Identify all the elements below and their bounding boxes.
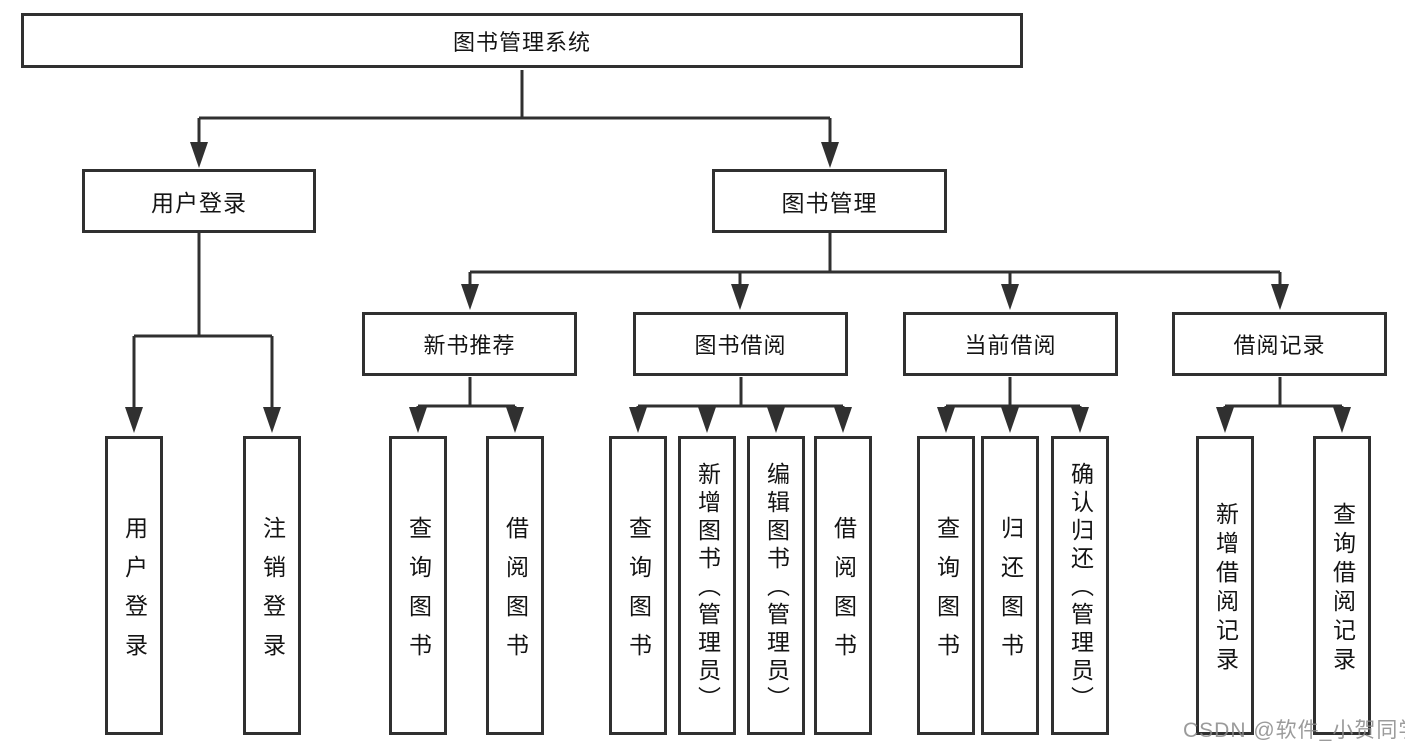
node-borrow-records: 借阅记录 — [1172, 312, 1387, 376]
leaf-borrow-books-borrowing-label: 借阅图书 — [830, 515, 857, 672]
leaf-query-books-borrowing: 查询图书 — [609, 436, 667, 735]
leaf-query-books-recommend-label: 查询图书 — [405, 515, 432, 672]
leaf-add-books-admin-label: 新增图书（管理员） — [694, 462, 721, 714]
node-borrow-records-label: 借阅记录 — [1233, 333, 1326, 358]
node-current-borrowing: 当前借阅 — [903, 312, 1118, 376]
leaf-query-books-borrowing-label: 查询图书 — [625, 515, 652, 672]
leaf-query-books-current: 查询图书 — [917, 436, 975, 735]
leaf-user-login-label: 用户登录 — [121, 515, 148, 672]
node-user-login: 用户登录 — [82, 169, 316, 233]
node-book-borrowing-label: 图书借阅 — [694, 333, 787, 358]
leaf-borrow-books-recommend: 借阅图书 — [486, 436, 544, 735]
connector-shafts — [132, 70, 1344, 414]
node-new-book-recommend-label: 新书推荐 — [423, 333, 516, 358]
leaf-logout: 注销登录 — [243, 436, 301, 735]
leaf-add-borrow-record-label: 新增借阅记录 — [1212, 501, 1239, 676]
leaf-query-books-recommend: 查询图书 — [389, 436, 447, 735]
leaf-edit-books-admin: 编辑图书（管理员） — [747, 436, 805, 735]
leaf-confirm-return-admin-label: 确认归还（管理员） — [1067, 462, 1094, 714]
node-book-management: 图书管理 — [712, 169, 947, 233]
leaf-query-borrow-record: 查询借阅记录 — [1313, 436, 1371, 735]
leaf-return-books-label: 归还图书 — [997, 515, 1024, 672]
leaf-return-books: 归还图书 — [981, 436, 1039, 735]
leaf-add-books-admin: 新增图书（管理员） — [678, 436, 736, 735]
leaf-query-borrow-record-label: 查询借阅记录 — [1329, 501, 1356, 676]
node-current-borrowing-label: 当前借阅 — [964, 333, 1057, 358]
arrowheads — [125, 142, 1351, 433]
csdn-watermark: CSDN @软件_小贺同学 — [1183, 719, 1405, 742]
node-new-book-recommend: 新书推荐 — [362, 312, 577, 376]
leaf-logout-label: 注销登录 — [259, 515, 286, 672]
node-library-system: 图书管理系统 — [21, 13, 1023, 68]
node-user-login-label: 用户登录 — [151, 190, 247, 216]
leaf-edit-books-admin-label: 编辑图书（管理员） — [763, 462, 790, 714]
leaf-confirm-return-admin: 确认归还（管理员） — [1051, 436, 1109, 735]
leaf-query-books-current-label: 查询图书 — [933, 515, 960, 672]
node-book-management-label: 图书管理 — [781, 190, 878, 216]
node-book-borrowing: 图书借阅 — [633, 312, 848, 376]
leaf-borrow-books-recommend-label: 借阅图书 — [502, 515, 529, 672]
leaf-add-borrow-record: 新增借阅记录 — [1196, 436, 1254, 735]
node-library-system-label: 图书管理系统 — [452, 29, 591, 55]
leaf-user-login: 用户登录 — [105, 436, 163, 735]
leaf-borrow-books-borrowing: 借阅图书 — [814, 436, 872, 735]
